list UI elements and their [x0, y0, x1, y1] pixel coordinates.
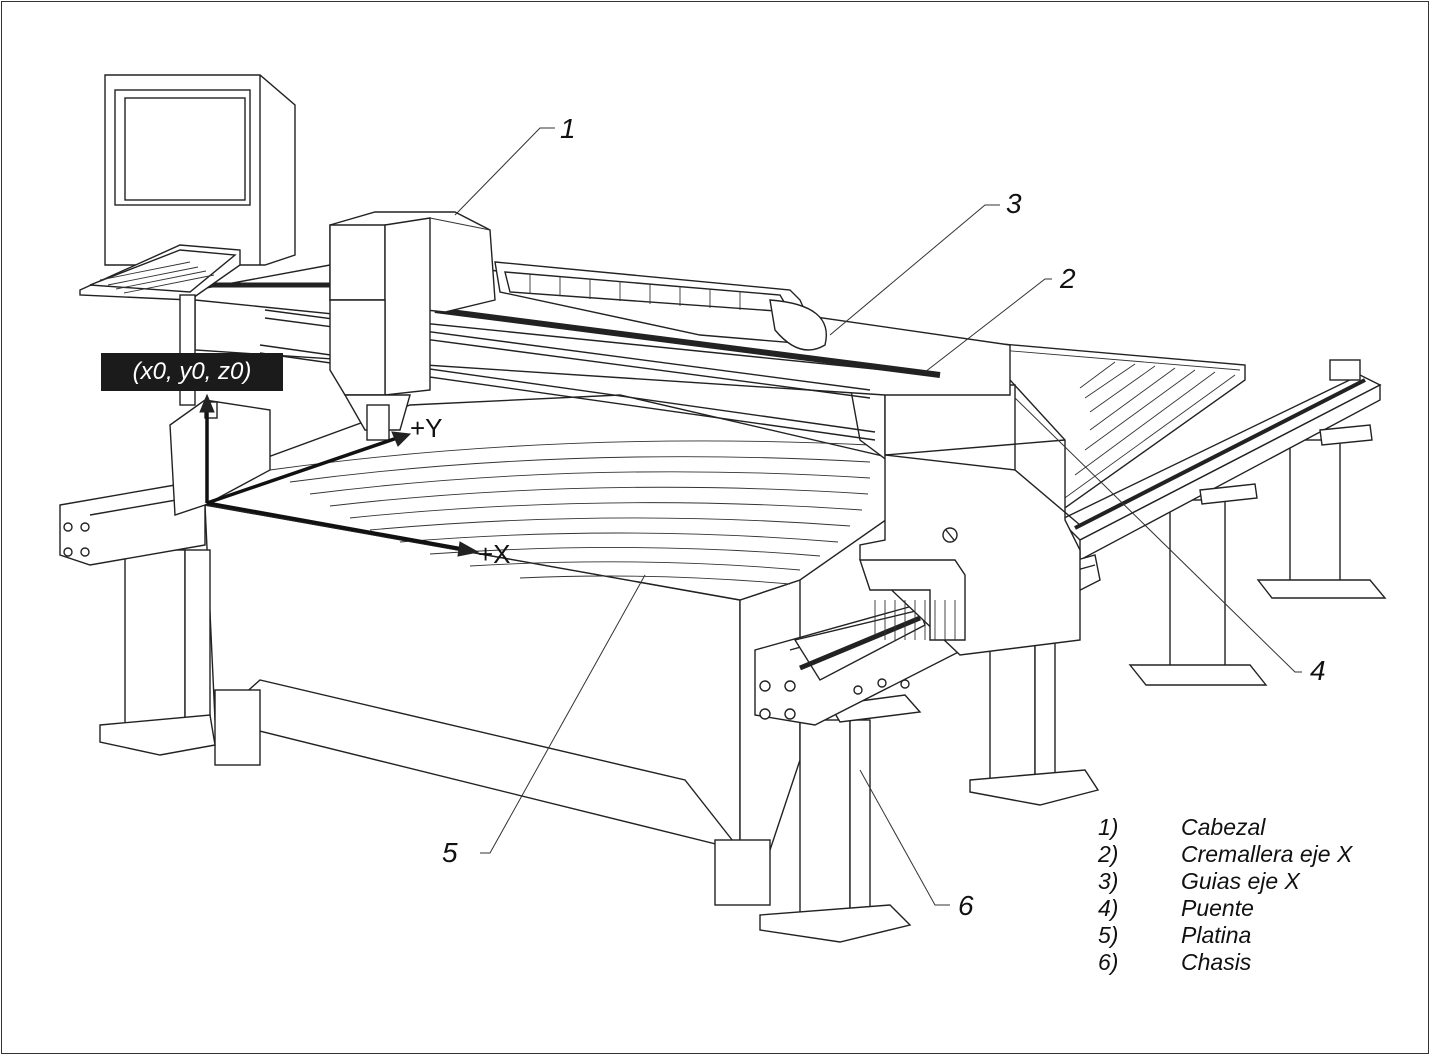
right-rail: [1058, 359, 1382, 562]
x-axis-arrow: [457, 541, 480, 557]
coordinate-axes: +Y +X: [199, 393, 511, 569]
legend-item: 5) Platina: [1098, 922, 1418, 949]
front-right-leg: [759, 619, 1100, 943]
callout-4: 4: [1310, 655, 1326, 686]
legend-number: 3): [1098, 868, 1119, 894]
x-axis-label: +X: [478, 539, 511, 569]
callout-1: 1: [560, 113, 576, 144]
legend-label: Chasis: [1181, 949, 1252, 975]
legend-number: 2): [1098, 841, 1119, 867]
callout-leaders: [454, 127, 1302, 906]
legend-label: Puente: [1181, 895, 1254, 921]
gantry-grille: [874, 600, 956, 640]
cable-chain: [504, 271, 827, 351]
legend-number: 1): [1098, 814, 1119, 840]
legend-item: 3) Guias eje X: [1098, 868, 1418, 895]
back-right-legs: [1128, 439, 1387, 686]
callout-3: 3: [1006, 188, 1022, 219]
cabezal-head: [329, 211, 496, 441]
left-legs: [59, 484, 216, 756]
legend: 1) Cabezal 2) Cremallera eje X 3) Guias …: [1098, 814, 1418, 976]
x-axis-line: [206, 501, 469, 552]
legend-label: Cabezal: [1181, 814, 1266, 840]
legend-label: Guias eje X: [1181, 868, 1300, 894]
callout-2: 2: [1059, 263, 1076, 294]
keyboard-keys: [99, 261, 215, 294]
legend-number: 4): [1098, 895, 1119, 921]
legend-label: Platina: [1181, 922, 1252, 948]
legend-number: 6): [1098, 949, 1119, 975]
legend-item: 1) Cabezal: [1098, 814, 1418, 841]
table-body: [204, 394, 901, 906]
y-axis-label: +Y: [410, 413, 443, 443]
origin-label: (x0, y0, z0): [101, 353, 283, 391]
z-axis-arrow: [199, 393, 215, 413]
callout-5: 5: [442, 837, 458, 868]
gantry-right-side: [859, 379, 1081, 656]
legend-item: 2) Cremallera eje X: [1098, 841, 1418, 868]
y-axis-line: [206, 435, 401, 505]
legend-item: 4) Puente: [1098, 895, 1418, 922]
legend-label: Cremallera eje X: [1181, 841, 1353, 867]
legend-number: 5): [1098, 922, 1119, 948]
legend-item: 6) Chasis: [1098, 949, 1418, 976]
y-axis-arrow: [391, 431, 412, 447]
control-panel: [79, 74, 296, 406]
callout-6: 6: [958, 890, 974, 921]
platina-slats: [269, 440, 871, 585]
